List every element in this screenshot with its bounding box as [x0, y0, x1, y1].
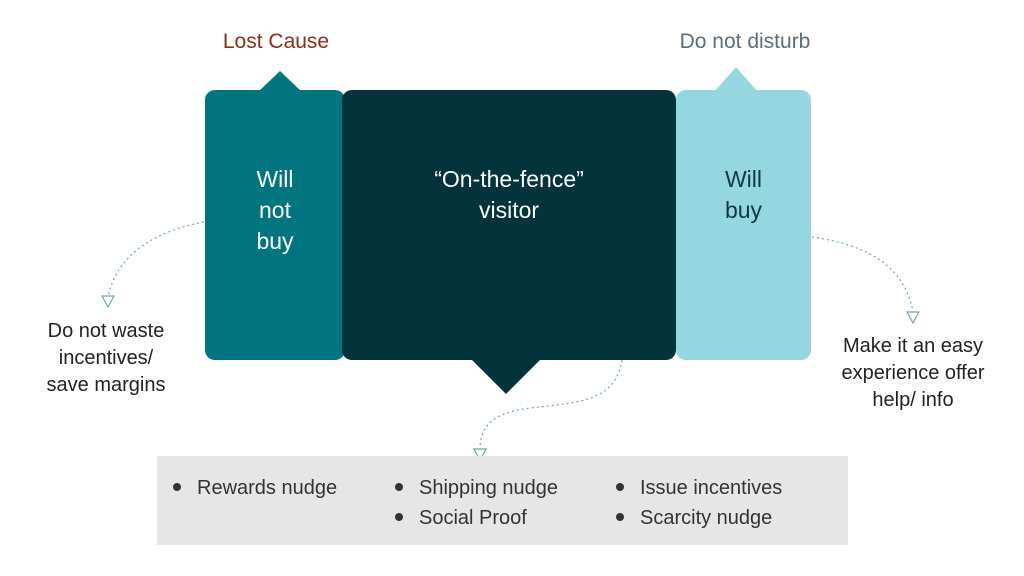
center-arrowhead [472, 448, 488, 462]
will-buy-text: Will buy [725, 164, 762, 226]
lost-cause-label: Lost Cause [222, 30, 330, 53]
tactic-item: Scarcity nudge [616, 506, 772, 530]
will-not-buy-text: Will not buy [256, 164, 293, 257]
lost-cause-pointer [258, 71, 302, 92]
tactic-item: Shipping nudge [395, 476, 558, 500]
left-advice: Do not waste incentives/ save margins [20, 318, 192, 399]
right-advice-line: help/ info [872, 389, 954, 411]
on-the-fence-line: visitor [478, 197, 540, 223]
will-not-buy-line: not [259, 196, 291, 223]
center-connector [479, 359, 623, 451]
tactic-item: Issue incentives [616, 476, 782, 500]
right-advice: Make it an easy experience offer help/ i… [818, 333, 1008, 414]
right-connector [811, 236, 914, 313]
bullet-icon [395, 482, 403, 491]
left-advice-line: incentives/ [58, 347, 154, 369]
will-not-buy-box: Will not buy [205, 90, 345, 360]
will-buy-line: Will [724, 166, 763, 192]
will-not-buy-line: buy [256, 227, 294, 254]
tactic-item: Rewards nudge [173, 476, 337, 500]
will-not-buy-line: Will [256, 165, 294, 192]
right-advice-line: Make it an easy [842, 335, 984, 357]
left-arrowhead [100, 295, 116, 309]
will-buy-box: Will buy [676, 90, 811, 360]
left-connector [107, 221, 205, 299]
left-advice-line: save margins [46, 374, 166, 396]
tactics-panel: Rewards nudge Shipping nudge Issue incen… [157, 456, 848, 545]
right-advice-line: experience offer [841, 362, 985, 384]
right-arrowhead [905, 311, 921, 325]
tactic-item: Social Proof [395, 506, 527, 530]
left-advice-line: Do not waste [47, 320, 165, 342]
tactic-label: Issue incentives [640, 477, 783, 499]
tactic-label: Social Proof [419, 507, 527, 529]
will-buy-line: buy [724, 197, 763, 223]
tactic-label: Scarcity nudge [640, 507, 773, 529]
bullet-icon [616, 482, 624, 491]
bullet-icon [173, 482, 181, 491]
tactic-label: Shipping nudge [419, 477, 559, 499]
bullet-icon [616, 512, 624, 521]
fence-pointer [470, 358, 542, 394]
do-not-disturb-pointer [714, 67, 758, 92]
bullet-icon [395, 512, 403, 521]
do-not-disturb-label: Do not disturb [679, 30, 811, 53]
tactic-label: Rewards nudge [197, 477, 338, 499]
on-the-fence-text: “On-the-fence” visitor [434, 164, 584, 226]
on-the-fence-box: “On-the-fence” visitor [342, 90, 676, 360]
on-the-fence-line: “On-the-fence” [434, 166, 584, 192]
